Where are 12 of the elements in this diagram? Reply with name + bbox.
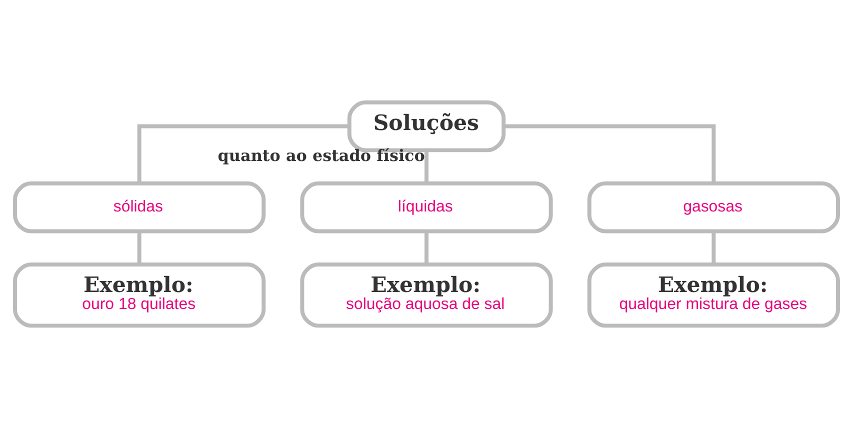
node-box: sólidas xyxy=(13,180,266,233)
node-box: Exemplo: ouro 18 quilates xyxy=(13,262,266,328)
connector xyxy=(424,230,428,264)
connector xyxy=(424,150,428,183)
node-box: Exemplo: solução aquosa de sal xyxy=(300,262,553,328)
node-box: Exemplo: qualquer mistura de gases xyxy=(587,262,840,328)
node-box: líquidas xyxy=(300,180,553,233)
connector xyxy=(137,230,142,264)
connector xyxy=(504,124,716,183)
connector xyxy=(712,230,716,264)
connector xyxy=(137,124,350,183)
node-box: gasosas xyxy=(587,180,840,233)
